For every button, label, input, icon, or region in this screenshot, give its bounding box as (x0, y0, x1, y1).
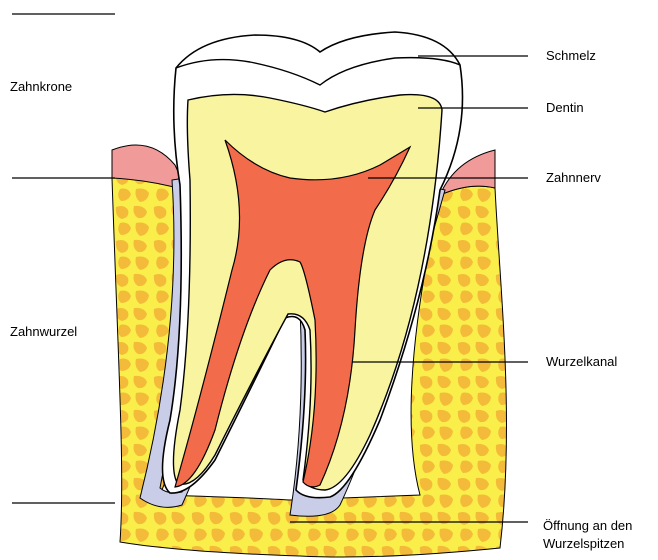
label-schmelz: Schmelz (546, 48, 596, 64)
label-apex-line1: Öffnung an den (543, 518, 632, 534)
label-zahnnerv: Zahnnerv (546, 170, 601, 186)
label-zahnkrone: Zahnkrone (10, 79, 72, 95)
label-dentin: Dentin (546, 100, 584, 116)
label-zahnwurzel: Zahnwurzel (10, 324, 77, 340)
label-apex-line2: Wurzelspitzen (543, 536, 624, 552)
label-wurzelkanal: Wurzelkanal (546, 354, 617, 370)
